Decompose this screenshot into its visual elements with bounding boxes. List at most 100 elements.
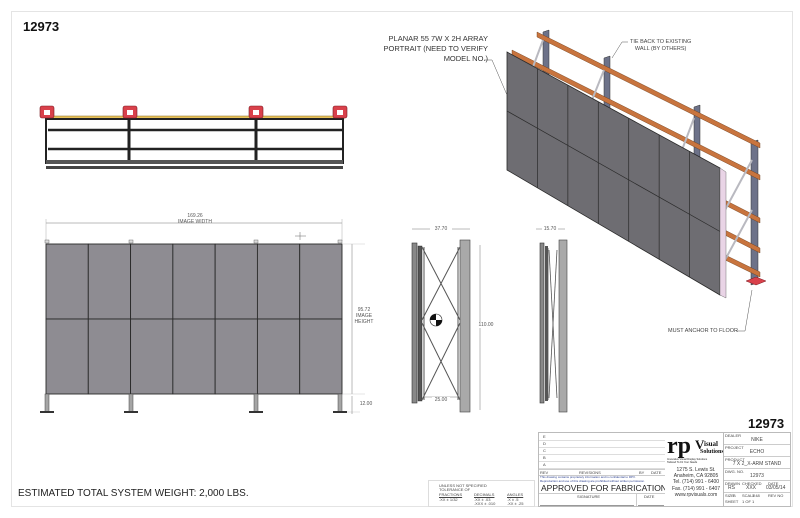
image-height-value: 95.72 [357,307,371,313]
product-label: PRODUCT [725,457,745,462]
display-panel [172,318,216,395]
checked-value: XXX [746,485,757,491]
revision-letter: E [543,434,546,439]
revision-row: B [539,454,666,462]
drawing-number-title: 12973 [748,416,785,431]
logo-rp: rp [667,433,691,459]
dwg-no-label: DWG. NO. [725,469,745,474]
array-note: PLANAR 55 7W X 2H ARRAY PORTRAIT (NEED T… [368,34,488,64]
tie-back-note: TIE BACK TO EXISTING WALL (BY OTHERS) [630,39,691,53]
address-line: 1275 S. Lewis St. [676,467,716,473]
by-header: BY [639,470,645,475]
tie-back-note-line: WALL (BY OTHERS) [634,46,687,52]
revision-row: C [539,447,666,455]
revision-row: E [539,433,666,441]
image-width-label: IMAGE WIDTH [178,219,212,225]
side2-depth-dimension: 15.70 [542,226,558,232]
drawn-label: DRAWN [725,481,740,486]
revision-letter: A [543,462,546,467]
disclaimer-line: This drawing contains proprietary inform… [540,475,636,479]
drawing-number: 12973 [23,19,60,34]
image-height-label: IMAGE [355,313,373,319]
decimals-label: DECIMALS [474,492,495,497]
display-panel [130,243,174,320]
signature-label: SIGNATURE [577,494,601,499]
decimals-value: .XXX ± .010 [474,501,496,506]
tie-back-note-line: TIE BACK TO EXISTING [630,39,692,45]
logo-solutions: Solutions [700,449,724,455]
revision-letter: C [543,448,546,453]
side-view-collapsed [536,228,568,413]
signature-field[interactable] [540,499,634,506]
disclaimer: This drawing contains proprietary inform… [540,475,645,483]
leg [253,393,259,413]
display-panel [256,318,301,395]
angles-value: .X ± .5 [507,497,519,502]
sheet-label: SHEET [725,499,739,504]
display-panel [299,243,343,320]
approval-date-label: DATE [644,494,655,499]
foot [333,411,347,413]
address-line: Tel. (714) 991 - 6400 [672,479,720,486]
iso-panel-seam [506,110,721,232]
drawn-value: RS [728,485,735,491]
leader-array [484,59,508,96]
tolerance-block: UNLESS NOT SPECIFIED TOLERANCE OF FRACTI… [428,480,535,507]
company-address: 1275 S. Lewis St. Anaheim, CA 92805 Tel.… [671,467,721,498]
dealer-value: NIKE [751,437,763,443]
display-panel [45,243,89,320]
tagline-line: Tailored To Fit Your Needs [667,461,698,464]
rev-header: REV [540,470,549,475]
iso-rail [536,31,761,149]
image-width-dimension: 169.26 IMAGE WIDTH [170,213,220,225]
side-panel [411,242,418,404]
side-post [459,239,471,413]
scale-label: SCALE [742,493,756,498]
image-height-dimension: 95.72 IMAGE HEIGHT [352,307,376,325]
company-website-link[interactable]: www.rpvisuals.com [674,491,718,498]
revision-row: D [539,440,666,448]
revision-letter: D [543,441,546,446]
array-note-line: MODEL NO.) [443,54,488,63]
tolerance-header: UNLESS NOT SPECIFIED [439,483,487,488]
revisions-header: REVISIONS [579,470,601,475]
decimals-value: .XX ± .03 [474,497,491,502]
iso-panel-array [506,51,721,296]
revision-row: A [539,461,666,469]
product-value: 7 X 2_X-ARM STAND [732,461,782,467]
side-base-dimension: 25.00 [432,397,450,403]
dwg-no-value: 12973 [750,473,764,479]
side-height-dimension: 110.00 [476,322,496,328]
display-panel [130,318,174,395]
logo-isual: isual [704,440,719,448]
leader-anchor [736,289,753,332]
approval-date-field[interactable] [638,499,664,506]
drawing-date-value: 03/05/14 [766,485,786,491]
leader-tie-back [611,41,628,59]
size-label: SIZE [725,493,734,498]
display-panel [87,318,132,395]
dealer-label: DEALER [725,433,742,438]
leg [337,393,343,413]
tagline-line: Innovative Visual Display Solutions [667,458,708,461]
display-panel [214,243,258,320]
display-panel [256,243,301,320]
angles-value: .XX ± .25 [507,501,524,506]
approved-for-fabrication: APPROVED FOR FABRICATION [541,483,667,493]
project-label: PROJECT [725,445,744,450]
anchor-note: MUST ANCHOR TO FLOOR [668,328,738,334]
side-view-x-brace [411,228,481,413]
project-value: ECHO [749,449,765,455]
top-view-panel-edge [46,160,343,164]
checked-label: CHECKED [742,481,762,486]
rev-no-label: REV NO [768,493,784,498]
logo-v: V [695,437,705,452]
side-depth-dimension: 37.70 [430,226,452,232]
front-elevation [40,219,365,414]
array-note-line: PLANAR 55 7W X 2H ARRAY [388,34,488,43]
sheet-value: 1 OF 1 [742,499,755,504]
address-line: Anaheim, CA 92805 [673,473,719,480]
display-panel [87,243,132,320]
